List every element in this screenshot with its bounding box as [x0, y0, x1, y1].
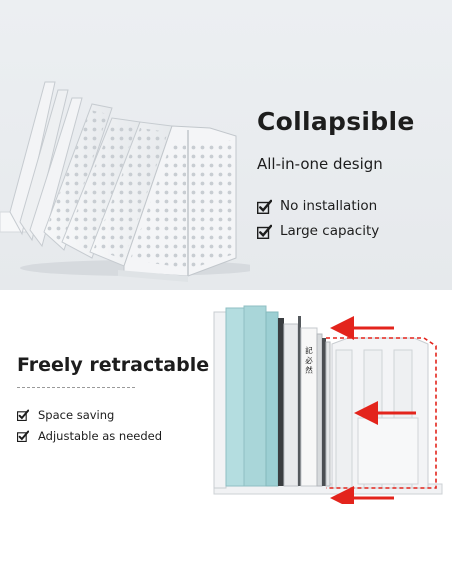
check-icon [257, 199, 272, 214]
feature-label: No installation [280, 198, 378, 214]
check-icon [17, 409, 29, 421]
top-panel: Collapsible All-in-one design No install… [0, 0, 452, 290]
check-icon [17, 430, 29, 442]
check-icon [257, 224, 272, 239]
dashed-divider [17, 387, 135, 388]
headline-collapsible: Collapsible [257, 107, 415, 136]
expanded-file-holder-image: 記 必 然 [213, 305, 443, 504]
feature-label: Adjustable as needed [38, 428, 163, 443]
book-spine-text: 記 必 然 [304, 345, 313, 375]
bottom-panel: Freely retractable Space saving Adjustab… [0, 290, 452, 584]
feature-list-bottom: Space saving Adjustable as needed [17, 404, 207, 446]
feature-label: Space saving [38, 407, 115, 422]
feature-item: Large capacity [257, 219, 447, 243]
feature-item: Space saving [17, 404, 207, 425]
subtitle-all-in-one: All-in-one design [257, 155, 383, 173]
feature-list-top: No installation Large capacity [257, 194, 447, 244]
feature-label: Large capacity [280, 223, 380, 239]
collapsible-file-holder-image [0, 81, 250, 282]
feature-item: No installation [257, 194, 447, 218]
feature-item: Adjustable as needed [17, 425, 207, 446]
headline-freely-retractable: Freely retractable [17, 354, 210, 376]
